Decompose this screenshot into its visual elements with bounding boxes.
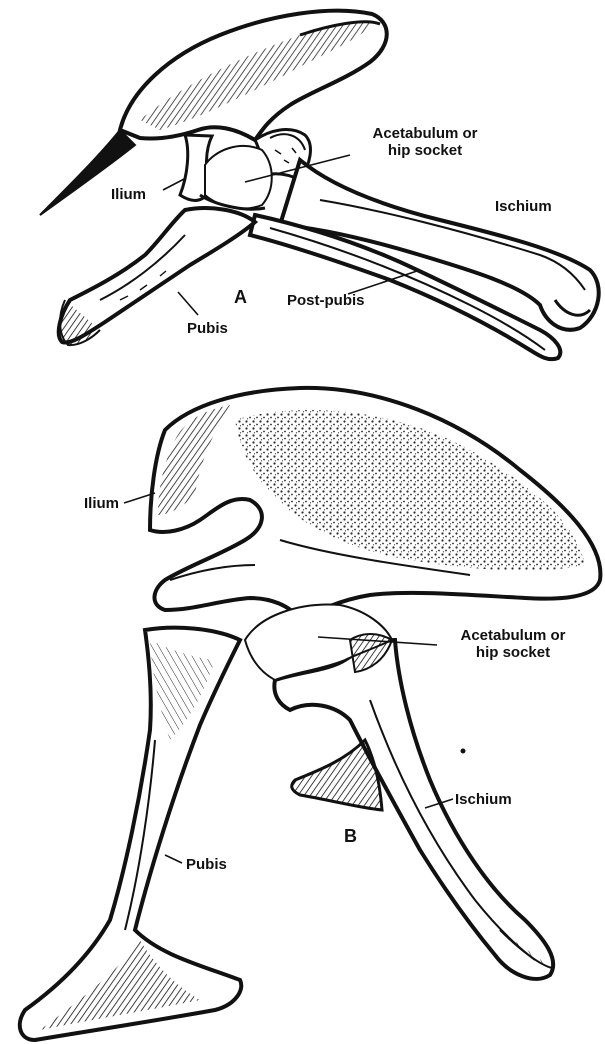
label-acetabulum-a-line1: Acetabulum or — [355, 125, 495, 142]
label-acetabulum-a: Acetabulum or hip socket — [355, 125, 495, 159]
label-ischium-b: Ischium — [455, 791, 512, 808]
label-acetabulum-b-line2: hip socket — [438, 644, 588, 661]
panel-letter-a: A — [234, 287, 247, 308]
label-ischium-a: Ischium — [495, 198, 552, 215]
label-post-pubis-a: Post-pubis — [287, 292, 365, 309]
label-ilium-b: Ilium — [84, 495, 119, 512]
label-pubis-a: Pubis — [187, 320, 228, 337]
label-acetabulum-b-line1: Acetabulum or — [438, 627, 588, 644]
panel-letter-b: B — [344, 826, 357, 847]
label-ilium-a: Ilium — [111, 186, 146, 203]
diagram-b-bones — [20, 388, 601, 1040]
label-acetabulum-b: Acetabulum or hip socket — [438, 627, 588, 661]
label-pubis-b: Pubis — [186, 856, 227, 873]
label-acetabulum-a-line2: hip socket — [355, 142, 495, 159]
ischium-b — [274, 640, 553, 979]
